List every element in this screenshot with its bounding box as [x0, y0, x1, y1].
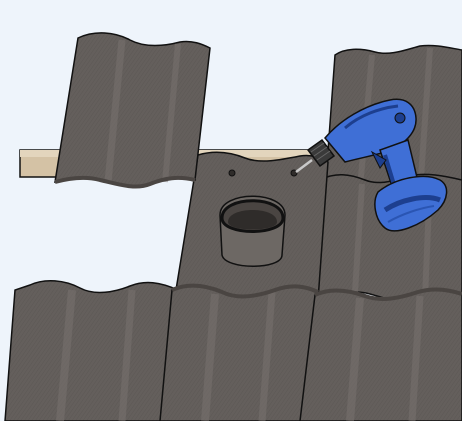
vent-pipe — [219, 195, 286, 267]
drill-battery — [374, 175, 448, 232]
tile-bottom-center — [159, 283, 319, 421]
tile-bottom-left — [4, 280, 179, 421]
vent-tile — [174, 151, 329, 303]
drill-bit — [295, 159, 313, 173]
tile-top-left — [54, 32, 211, 189]
drill-chuck — [306, 138, 336, 168]
cordless-drill — [295, 98, 448, 232]
screw-hole — [290, 169, 298, 177]
tile-bottom-right — [299, 287, 462, 421]
drill-trigger — [370, 150, 387, 169]
screw-hole — [228, 169, 236, 177]
